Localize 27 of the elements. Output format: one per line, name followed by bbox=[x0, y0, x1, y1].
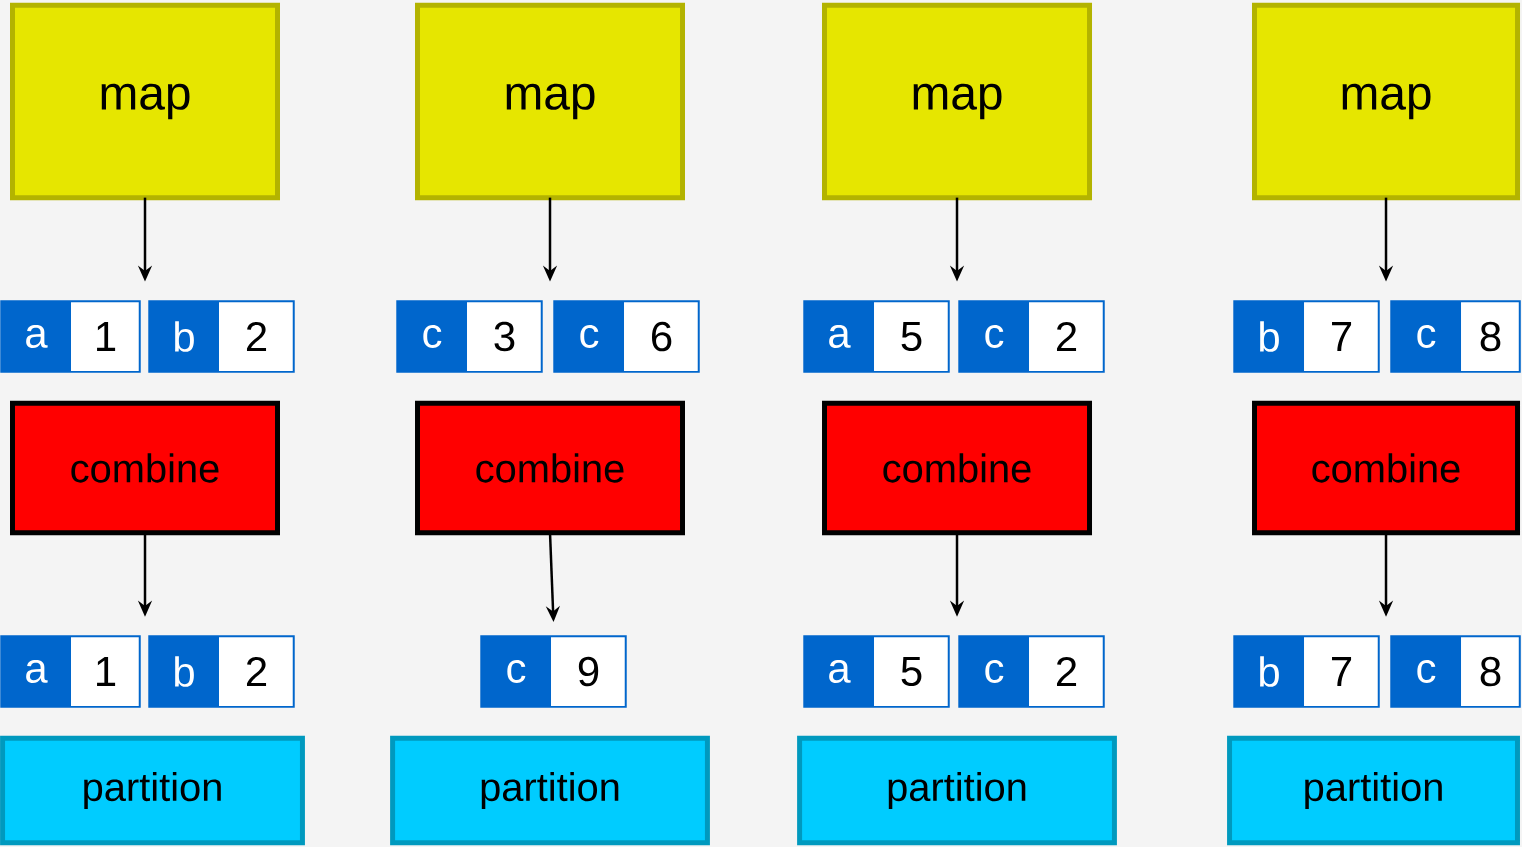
key-value-pair: a 5 bbox=[803, 300, 950, 373]
map-box: map bbox=[1252, 2, 1520, 201]
key-value-pair: a 1 bbox=[0, 300, 141, 373]
key-value-pair: c 8 bbox=[1390, 635, 1521, 708]
key-value-pair: c 8 bbox=[1390, 300, 1521, 373]
key-value-pair: c 9 bbox=[480, 635, 627, 708]
key-value-pair: a 5 bbox=[803, 635, 950, 708]
map-box: map bbox=[10, 2, 280, 201]
combine-box: combine bbox=[10, 400, 280, 536]
key-value-pair: c 2 bbox=[958, 635, 1105, 708]
partition-box: partition bbox=[797, 735, 1117, 846]
combine-box: combine bbox=[822, 400, 1092, 536]
key-value-pair: c 6 bbox=[553, 300, 700, 373]
key-value-pair: c 2 bbox=[958, 300, 1105, 373]
combine-box: combine bbox=[415, 400, 685, 536]
partition-box: partition bbox=[1227, 735, 1520, 846]
map-box: map bbox=[822, 2, 1092, 201]
key-value-pair: b 2 bbox=[148, 635, 295, 708]
combine-box: combine bbox=[1252, 400, 1520, 536]
key-value-pair: b 7 bbox=[1233, 300, 1380, 373]
partition-box: partition bbox=[0, 735, 305, 846]
key-value-pair: a 1 bbox=[0, 635, 141, 708]
key-value-pair: c 3 bbox=[396, 300, 543, 373]
key-value-pair: b 2 bbox=[148, 300, 295, 373]
map-box: map bbox=[415, 2, 685, 201]
key-value-pair: b 7 bbox=[1233, 635, 1380, 708]
partition-box: partition bbox=[390, 735, 710, 846]
